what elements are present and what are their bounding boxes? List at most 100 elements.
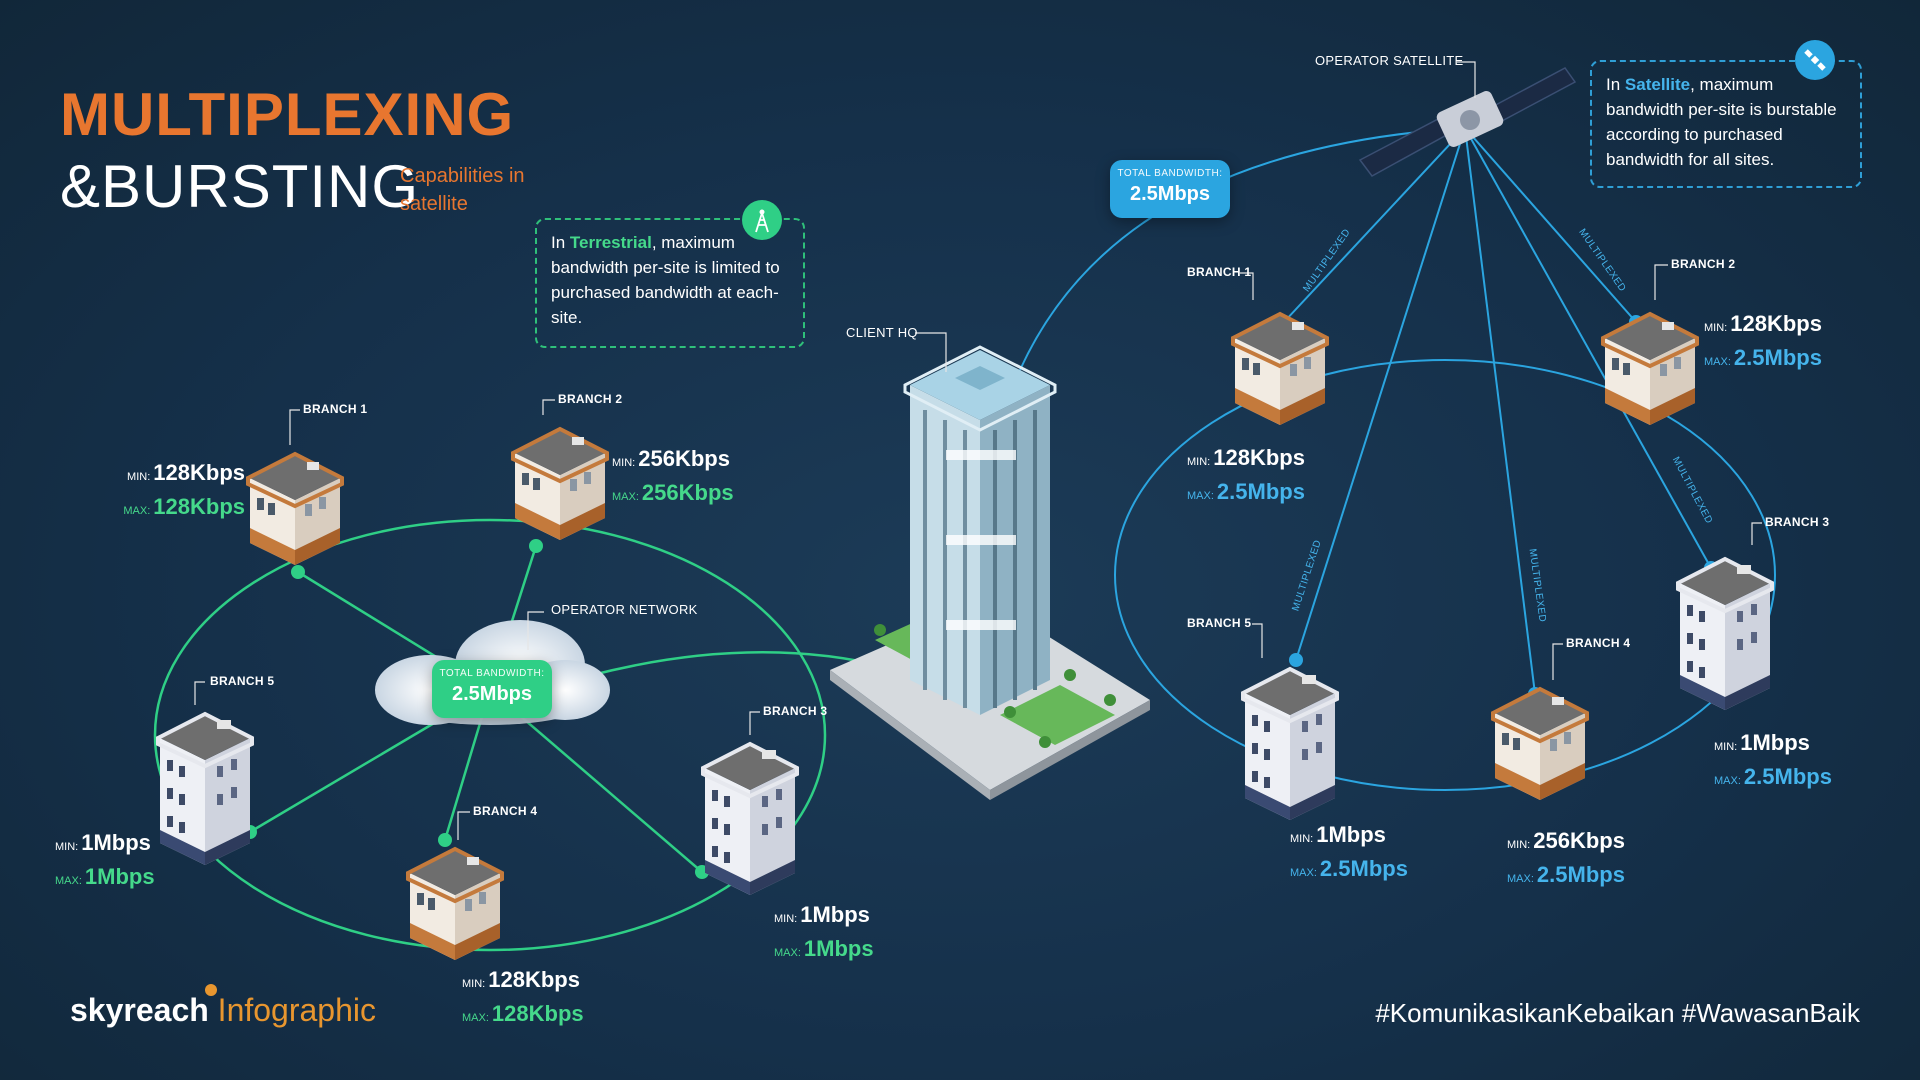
s-branch4-bandwidth: MIN:256Kbps MAX:2.5Mbps [1507,826,1625,894]
t-branch4-building [406,847,504,962]
node-t-branch4 [438,833,452,847]
node-t-branch2 [529,539,543,553]
brand-main: skyreach [70,992,209,1028]
node-s-branch5 [1289,653,1303,667]
s-branch4-max: 2.5Mbps [1536,862,1625,887]
s-branch2-max-key: MAX: [1704,356,1731,368]
t-branch3-max-key: MAX: [774,947,801,959]
s-branch5-bandwidth: MIN:1Mbps MAX:2.5Mbps [1290,820,1408,888]
client-hq-label: CLIENT HQ [846,325,918,340]
s-branch3-tag: BRANCH 3 [1765,515,1830,529]
t-branch5-max-key: MAX: [55,875,82,887]
s-branch4-tag: BRANCH 4 [1566,636,1631,650]
title-line-2: &BURSTING [60,153,420,220]
satellite-callout-highlight: Satellite [1624,75,1691,94]
terrestrial-total-bandwidth-pill: TOTAL BANDWIDTH: 2.5Mbps [432,660,552,718]
s-branch3-building [1676,557,1774,712]
brand-sub: Infographic [217,992,376,1028]
t-branch2-max-key: MAX: [612,491,639,503]
t-branch3-bandwidth: MIN:1Mbps MAX:1Mbps [774,900,874,968]
s-branch3-min: 1Mbps [1740,730,1810,755]
s-branch3-bandwidth: MIN:1Mbps MAX:2.5Mbps [1714,728,1832,796]
s-branch2-max: 2.5Mbps [1733,345,1822,370]
t-branch1-min: 128Kbps [153,460,245,485]
link-s-branch1 [1283,127,1466,323]
footer-hashtags: #KomunikasikanKebaikan #WawasanBaik [1375,998,1860,1028]
t-branch2-min-key: MIN: [612,457,636,469]
t-branch5-bandwidth: MIN:1Mbps MAX:1Mbps [55,828,155,896]
s-branch5-building [1241,667,1339,822]
terrestrial-callout-text: , maximum bandwidth per-site is limited … [551,233,780,327]
t-branch4-max: 128Kbps [491,1001,584,1026]
s-branch1-building [1231,312,1329,427]
client-hq-building [830,345,1150,800]
s-branch1-min-key: MIN: [1187,456,1211,468]
operator-network-label: OPERATOR NETWORK [551,602,698,617]
terrestrial-callout-highlight: Terrestrial [569,233,652,252]
s-branch4-max-key: MAX: [1507,873,1534,885]
t-branch5-min-key: MIN: [55,841,79,853]
title-subtitle: Capabilities in satellite [400,165,525,215]
node-t-branch1 [291,565,305,579]
s-branch1-max-key: MAX: [1187,490,1214,502]
t-branch5-tag: BRANCH 5 [210,674,275,688]
t-branch2-max: 256Kbps [641,480,734,505]
s-branch2-min: 128Kbps [1730,311,1822,336]
s-branch5-max-key: MAX: [1290,867,1317,879]
t-branch3-tag: BRANCH 3 [763,704,828,718]
satellite-total-label: TOTAL BANDWIDTH: [1117,168,1223,179]
t-branch1-max-key: MAX: [123,505,151,517]
satellite-callout-prefix: In [1606,75,1625,94]
t-branch5-max: 1Mbps [84,864,155,889]
cell-tower-icon [742,200,782,240]
t-branch4-bandwidth: MIN:128Kbps MAX:128Kbps [462,965,584,1033]
terrestrial-network [153,518,931,952]
s-branch4-min: 256Kbps [1533,828,1625,853]
satellite-icon [1795,40,1835,80]
t-branch2-min: 256Kbps [638,446,730,471]
t-branch1-tag: BRANCH 1 [303,402,368,416]
s-branch3-max: 2.5Mbps [1743,764,1832,789]
satellite-illustration [1358,67,1577,177]
satellite-callout-text: , maximum bandwidth per-site is burstabl… [1606,75,1837,169]
t-branch3-min: 1Mbps [800,902,870,927]
s-branch2-bandwidth: MIN:128Kbps MAX:2.5Mbps [1704,309,1822,377]
s-branch1-min: 128Kbps [1213,445,1305,470]
t-branch1-max: 128Kbps [153,494,245,519]
terrestrial-callout: In Terrestrial, maximum bandwidth per-si… [535,218,805,348]
link-s-branch2 [1464,127,1637,323]
s-branch5-min: 1Mbps [1316,822,1386,847]
t-branch2-bandwidth: MIN:256Kbps MAX:256Kbps [612,444,734,512]
t-branch4-tag: BRANCH 4 [473,804,538,818]
t-branch5-building [156,712,254,867]
s-branch1-bandwidth: MIN:128Kbps MAX:2.5Mbps [1187,443,1305,511]
brand-dot [205,984,217,996]
s-branch5-tag: BRANCH 5 [1187,616,1252,630]
label-leaders [194,61,1762,840]
t-branch4-min: 128Kbps [488,967,580,992]
s-branch2-building [1601,312,1699,427]
brand-logo: skyreach Infographic [70,992,376,1029]
satellite-network-ring [1114,359,1776,791]
terrestrial-callout-prefix: In [551,233,570,252]
s-branch4-building [1491,687,1589,802]
s-branch3-max-key: MAX: [1714,775,1741,787]
t-branch5-min: 1Mbps [81,830,151,855]
t-branch3-building [701,742,799,897]
title-line-1: MULTIPLEXING [60,81,515,148]
s-branch5-min-key: MIN: [1290,833,1314,845]
operator-satellite-label: OPERATOR SATELLITE [1315,53,1464,68]
t-branch4-min-key: MIN: [462,978,486,990]
satellite-callout: In Satellite, maximum bandwidth per-site… [1590,60,1862,188]
satellite-total-bandwidth-pill: TOTAL BANDWIDTH: 2.5Mbps [1110,160,1230,218]
link-s-branch3 [1464,127,1712,569]
t-branch1-building [246,452,344,567]
s-branch2-tag: BRANCH 2 [1671,257,1736,271]
t-branch3-min-key: MIN: [774,913,798,925]
s-branch1-tag: BRANCH 1 [1187,265,1252,279]
s-branch2-min-key: MIN: [1704,322,1728,334]
t-branch4-max-key: MAX: [462,1012,489,1024]
t-branch1-min-key: MIN: [127,471,151,483]
